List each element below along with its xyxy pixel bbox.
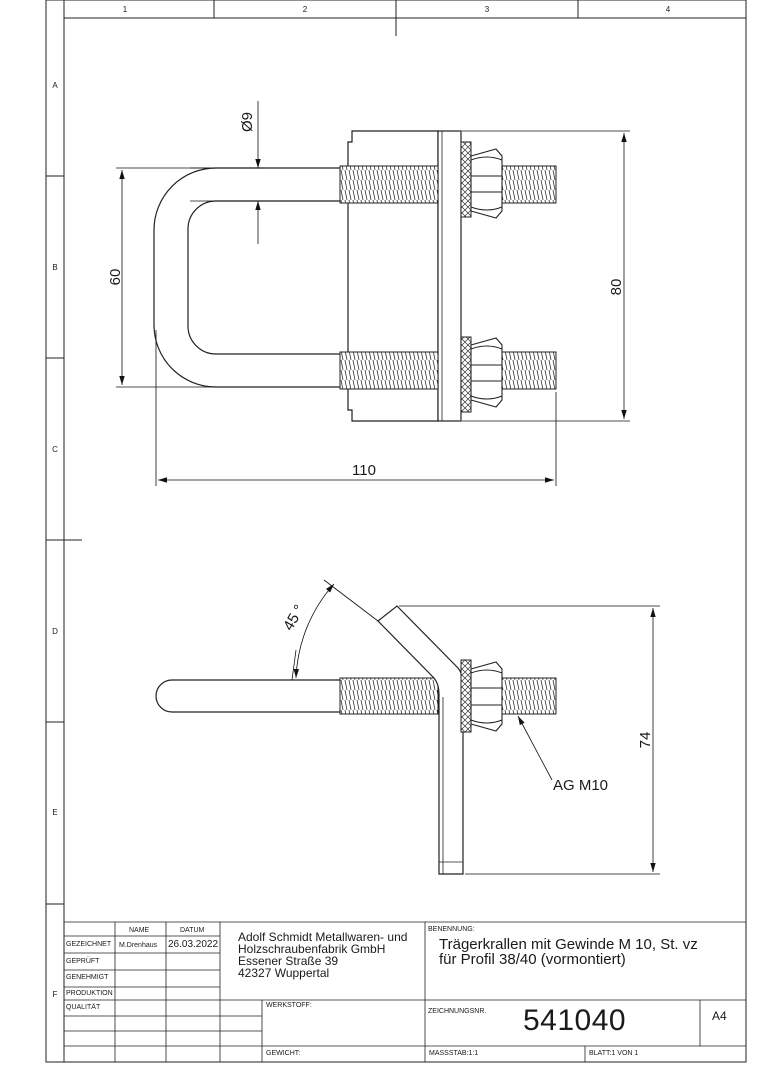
dimension-text-60: 60 <box>107 269 124 286</box>
row-label: C <box>52 445 58 454</box>
u-bolt-outline <box>153 167 340 388</box>
hex-nut-upper <box>470 148 503 219</box>
column-header-date: DATUM <box>180 927 205 934</box>
washer-lower <box>460 336 472 413</box>
column-header-name: NAME <box>129 927 150 934</box>
benennung-label: BENENNUNG: <box>428 926 475 933</box>
company-line: Essener Straße 39 <box>238 954 339 968</box>
thread-callout-text: AG M10 <box>553 777 608 794</box>
dimension-74 <box>399 605 660 875</box>
company-line: 42327 Wuppertal <box>238 966 330 980</box>
drawing-number: 541040 <box>523 1004 627 1037</box>
zeichnungsnr-label: ZEICHNUNGSNR. <box>428 1008 487 1015</box>
company-line: Holzschraubenfabrik GmbH <box>238 942 386 956</box>
thread-lower-left <box>339 351 439 390</box>
bent-plate <box>377 605 464 875</box>
dimension-angle <box>291 579 379 681</box>
dimension-text-80: 80 <box>608 279 625 296</box>
rod-thread-left <box>339 677 439 715</box>
row-label-drawn: GEZEICHNET <box>66 941 112 948</box>
werkstoff-label: WERKSTOFF: <box>266 1002 312 1009</box>
dimension-text-110: 110 <box>352 462 376 479</box>
u-bolt-inner <box>187 200 340 355</box>
row-label: E <box>52 808 57 817</box>
dimension-text-diameter: Ø9 <box>239 112 256 132</box>
paper-format: A4 <box>712 1009 727 1023</box>
title-block-grid <box>64 921 746 1062</box>
row-label-production: PRODUKTION <box>66 990 113 997</box>
column-label: 3 <box>485 5 490 14</box>
scale-label: MASSSTAB:1:1 <box>429 1050 479 1057</box>
thread-callout <box>517 715 553 781</box>
column-label: 4 <box>666 5 671 14</box>
row-label: A <box>52 81 58 90</box>
dimension-text-74: 74 <box>637 732 654 749</box>
washer-upper <box>460 141 472 218</box>
drawn-date: 26.03.2022 <box>168 939 219 950</box>
title-line: Trägerkrallen mit Gewinde M 10, St. vz <box>439 936 698 953</box>
column-label: 2 <box>303 5 308 14</box>
company-line: Adolf Schmidt Metallwaren- und <box>238 930 408 944</box>
hex-nut-lower <box>470 337 503 408</box>
sheet-label: BLATT:1 VON 1 <box>589 1050 639 1057</box>
hex-nut-side <box>470 661 503 732</box>
thread-lower-right <box>501 351 557 390</box>
dimension-80 <box>462 130 630 422</box>
dimension-110 <box>155 330 557 486</box>
drawn-by: M.Drenhaus <box>119 942 158 949</box>
row-label: F <box>53 990 58 999</box>
drawing-frame <box>45 0 747 1063</box>
washer-side <box>460 659 472 733</box>
dimension-text-angle: 45 ° <box>280 602 308 634</box>
front-view <box>153 130 557 422</box>
row-label-checked: GEPRÜFT <box>66 958 100 965</box>
clamp-plate-edge <box>437 130 462 422</box>
rod <box>155 679 340 713</box>
thread-upper-right <box>501 165 557 204</box>
row-label: B <box>52 263 57 272</box>
dimension-60 <box>116 167 216 388</box>
row-label-quality: QUALITÄT <box>66 1004 101 1011</box>
column-label: 1 <box>123 5 128 14</box>
row-label: D <box>52 627 58 636</box>
gewicht-label: GEWICHT: <box>266 1050 301 1057</box>
company-address: Adolf Schmidt Metallwaren- und Holzschra… <box>238 931 438 979</box>
side-view <box>155 605 557 875</box>
thread-upper-left <box>339 165 439 204</box>
title-line: für Profil 38/40 (vormontiert) <box>439 951 626 968</box>
drawing-title: Trägerkrallen mit Gewinde M 10, St. vz f… <box>439 937 749 967</box>
row-label-approved: GENEHMIGT <box>66 974 109 981</box>
rod-thread-right <box>501 677 557 715</box>
